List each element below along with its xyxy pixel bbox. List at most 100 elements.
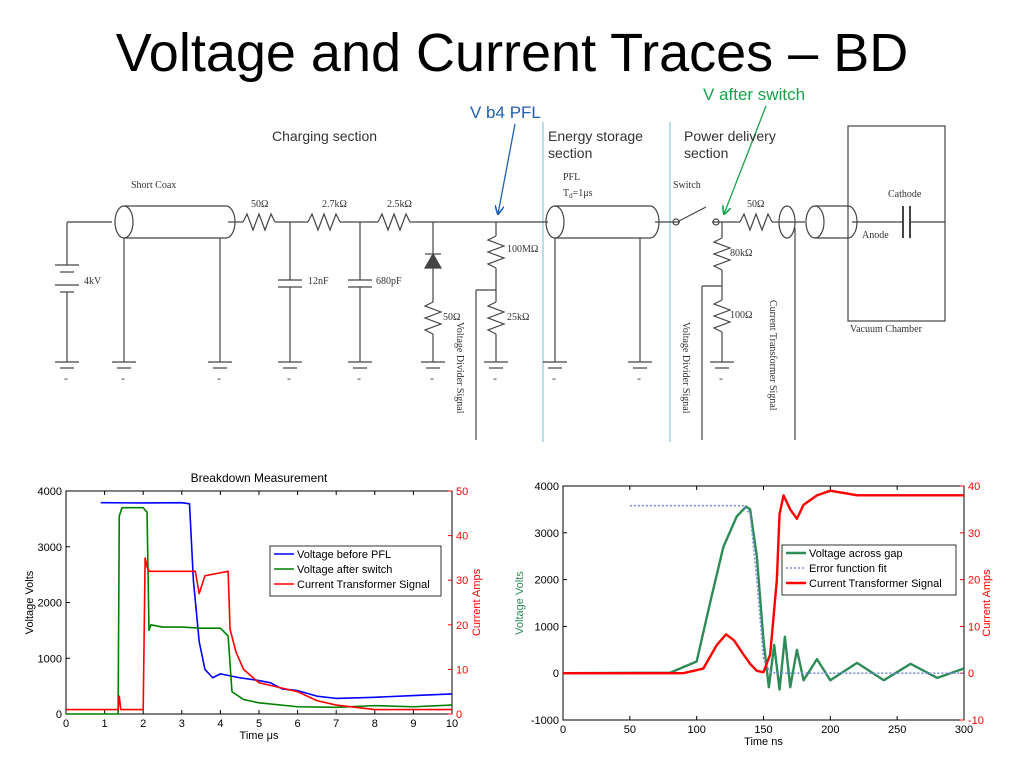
ground-mark: -: [357, 371, 361, 385]
y-tick-label: 4000: [38, 486, 62, 498]
legend-entry: Error function fit: [809, 563, 887, 575]
label-short-coax: Short Coax: [131, 180, 176, 191]
ground-mark: -: [430, 371, 434, 385]
ground-mark: -: [287, 371, 291, 385]
label-source: 4kV: [84, 276, 102, 287]
x-tick-label: 7: [333, 718, 339, 730]
legend-box: [781, 544, 957, 596]
label-pfl: PFL: [563, 172, 580, 183]
label-energy-storage-2: section: [548, 145, 592, 161]
x-tick-label: 200: [821, 724, 839, 736]
plot-area: [65, 490, 453, 715]
y2-tick-label: 10: [456, 664, 468, 676]
label-energy-storage-1: Energy storage: [548, 128, 643, 144]
label-c1: 12nF: [308, 276, 329, 287]
x-tick-label: 6: [295, 718, 301, 730]
y-tick-label: 2000: [38, 598, 62, 610]
series-line: [563, 489, 964, 675]
legend-entry: Voltage after switch: [297, 564, 392, 576]
y2-tick-label: 10: [968, 621, 980, 633]
label-cathode: Cathode: [888, 189, 922, 200]
ground-mark: -: [637, 371, 641, 385]
x-tick-label: 4: [217, 718, 223, 730]
y-axis-label: Voltage Volts: [24, 570, 36, 634]
series-line: [66, 557, 452, 711]
annotation-v-after-switch: V after switch: [703, 85, 805, 104]
y2-tick-label: 30: [456, 575, 468, 587]
legend-box: [269, 545, 442, 597]
x-tick-label: 0: [560, 724, 566, 736]
y2-tick-label: 40: [968, 481, 980, 493]
y2-tick-label: 40: [456, 531, 468, 543]
ground-mark: -: [64, 371, 68, 385]
annotation-v-b4-pfl: V b4 PFL: [470, 103, 541, 122]
x-axis-label: Time μs: [240, 730, 279, 742]
slide-title: Voltage and Current Traces – BD: [115, 23, 909, 83]
legend-entry: Current Transformer Signal: [809, 578, 942, 590]
label-r-diode: 50Ω: [443, 312, 460, 323]
x-tick-label: 3: [179, 718, 185, 730]
ground-mark: -: [217, 371, 221, 385]
x-tick-label: 5: [256, 718, 262, 730]
y-tick-label: 1000: [535, 621, 559, 633]
x-tick-label: 8: [372, 718, 378, 730]
label-vd-signal-1: Voltage Divider Signal: [454, 322, 465, 414]
arrow-v-after-switch: [724, 105, 767, 214]
y2-tick-label: 20: [968, 575, 980, 587]
series-line: [66, 506, 453, 715]
x-tick-label: 1: [102, 718, 108, 730]
ground-mark: -: [552, 371, 556, 385]
legend-entry: Current Transformer Signal: [297, 579, 430, 591]
x-tick-label: 0: [63, 718, 69, 730]
label-r3: 2.5kΩ: [387, 199, 412, 210]
y-tick-label: 3000: [38, 542, 62, 554]
y-axis-label: Voltage Volts: [514, 571, 526, 635]
label-r1: 50Ω: [251, 199, 268, 210]
x-tick-label: 150: [754, 724, 772, 736]
circuit-schematic: [55, 122, 946, 442]
label-anode: Anode: [862, 230, 889, 241]
plot-area: [562, 485, 965, 721]
ground-mark: -: [719, 371, 723, 385]
label-pfl-delay: Td=1μs: [563, 188, 593, 200]
y-tick-label: -1000: [531, 715, 559, 727]
label-charging-section: Charging section: [272, 128, 377, 144]
x-tick-label: 50: [624, 724, 636, 736]
y-tick-label: 0: [553, 668, 559, 680]
x-tick-label: 2: [140, 718, 146, 730]
y2-tick-label: 20: [456, 620, 468, 632]
x-tick-label: 10: [446, 718, 458, 730]
y2-tick-label: 0: [968, 668, 974, 680]
chart-title: Breakdown Measurement: [191, 471, 328, 485]
label-r-div2-bot: 100Ω: [730, 310, 752, 321]
label-r-div-bot: 25kΩ: [507, 312, 529, 323]
series-line: [562, 505, 965, 691]
label-r-div2-top: 80kΩ: [730, 248, 752, 259]
y2-axis-label: Current Amps: [471, 568, 483, 636]
y-tick-label: 1000: [38, 653, 62, 665]
y-tick-label: 2000: [535, 575, 559, 587]
arrow-v-b4-pfl: [498, 123, 516, 214]
label-power-delivery-2: section: [684, 145, 728, 161]
label-c2: 680pF: [376, 276, 402, 287]
y-tick-label: 4000: [535, 481, 559, 493]
series-line: [100, 501, 453, 700]
x-tick-label: 100: [687, 724, 705, 736]
label-r2: 2.7kΩ: [322, 199, 347, 210]
y2-tick-label: 50: [456, 486, 468, 498]
x-axis-label: Time ns: [744, 736, 783, 748]
y2-tick-label: 0: [456, 709, 462, 721]
y-tick-label: 3000: [535, 528, 559, 540]
label-ct-signal: Current Transformer Signal: [767, 300, 778, 411]
x-tick-label: 9: [410, 718, 416, 730]
legend-entry: Voltage across gap: [809, 548, 903, 560]
x-tick-label: 300: [955, 724, 973, 736]
label-r-out: 50Ω: [747, 199, 764, 210]
y2-axis-label: Current Amps: [981, 569, 993, 637]
y2-tick-label: 30: [968, 528, 980, 540]
ground-mark: -: [493, 371, 497, 385]
legend-entry: Voltage before PFL: [297, 549, 391, 561]
label-switch: Switch: [673, 180, 701, 191]
label-power-delivery-1: Power delivery: [684, 128, 776, 144]
